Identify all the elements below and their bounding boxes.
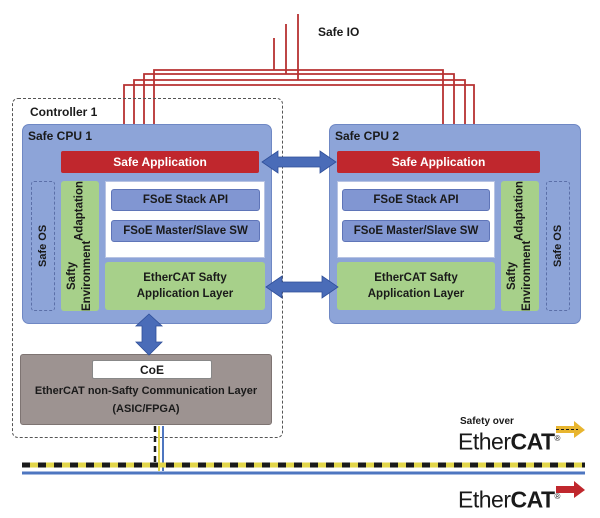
app-layer-1-line1: EtherCAT Safty bbox=[143, 272, 227, 284]
safety-over-label: Safety over bbox=[460, 416, 514, 427]
safe-application-1: Safe Application bbox=[61, 151, 259, 173]
double-arrow-top-icon bbox=[261, 150, 337, 174]
ethercat-logo-arrow-icon bbox=[556, 481, 585, 498]
safe-os-1: Safe OS bbox=[31, 181, 55, 311]
app-layer-2-line1: EtherCAT Safty bbox=[374, 272, 458, 284]
coe-box: CoE bbox=[92, 360, 212, 379]
ethercat-safty-app-layer-2: EtherCAT Safty Application Layer bbox=[337, 262, 495, 310]
double-arrow-vertical-icon bbox=[134, 313, 164, 356]
double-arrow-mid-icon bbox=[265, 275, 339, 299]
fsoe-stack-api-2: FSoE Stack API bbox=[342, 189, 490, 211]
comm-layer-line2: (ASIC/FPGA) bbox=[112, 403, 180, 415]
io-wire-outer bbox=[123, 84, 475, 151]
ethercat-logo: EtherCAT® bbox=[458, 486, 560, 513]
app-layer-1-line2: Application Layer bbox=[136, 288, 234, 300]
safe-application-2: Safe Application bbox=[337, 151, 540, 173]
fsoe-stack-api-1: FSoE Stack API bbox=[111, 189, 260, 211]
safty-environment-adaptation-1: Safty Environment Adaptation bbox=[61, 181, 99, 311]
safe-cpu-1-title: Safe CPU 1 bbox=[28, 129, 93, 143]
safe-os-2: Safe OS bbox=[546, 181, 570, 311]
safe-io-label: Safe IO bbox=[318, 25, 360, 39]
io-wire-3 bbox=[143, 73, 455, 151]
ethercat-safty-app-layer-1: EtherCAT Safty Application Layer bbox=[105, 262, 265, 310]
safty-environment-adaptation-2: Safty Environment Adaptation bbox=[501, 181, 539, 311]
controller-1-box bbox=[12, 98, 283, 438]
io-wire-2 bbox=[133, 79, 466, 151]
safety-ethercat-logo: EtherCAT® bbox=[458, 428, 560, 455]
fsoe-master-slave-1: FSoE Master/Slave SW bbox=[111, 220, 260, 242]
comm-layer-line1: EtherCAT non-Safty Communication Layer bbox=[34, 385, 258, 397]
app-layer-2-line2: Application Layer bbox=[367, 288, 465, 300]
safe-cpu-2-title: Safe CPU 2 bbox=[335, 129, 400, 143]
controller-1-title: Controller 1 bbox=[30, 105, 98, 119]
fsoe-master-slave-2: FSoE Master/Slave SW bbox=[342, 220, 490, 242]
